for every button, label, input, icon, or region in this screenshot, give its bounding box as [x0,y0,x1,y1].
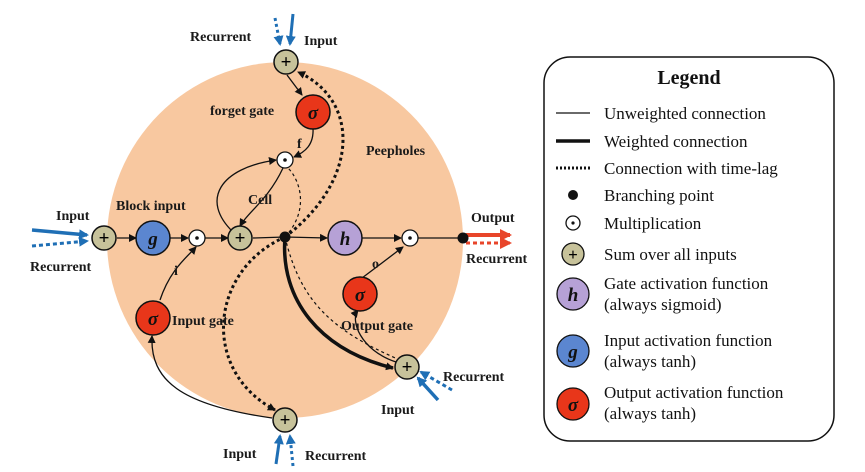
mult-node-output [401,229,419,247]
legend-item-weighted: Weighted connection [604,132,748,151]
input-gate-sigma-icon: σ [135,300,171,336]
label-recurrent-left: Recurrent [30,260,91,275]
g-symbol: g [567,342,578,363]
br-recurrent-arrow [419,370,453,392]
conn-bottom-sum-to-input-gate [147,335,273,419]
conn-branch-peephole-forget [284,167,301,238]
label-peepholes: Peepholes [366,144,426,159]
legend-item-input-activation-note: (always tanh) [604,352,696,371]
legend-item-output-activation-note: (always tanh) [604,404,696,423]
label-output-gate: Output gate [341,319,413,334]
sum-symbol: + [281,52,292,73]
sum-symbol: + [568,245,578,264]
sum-node-cell: + [227,225,253,251]
sum-symbol: + [235,228,246,249]
br-input-arrow [416,376,440,402]
branch-point-output [457,232,469,244]
label-input-gate: Input gate [172,314,234,329]
legend-gate-activation-swatch: h [556,277,590,311]
label-o: o [372,257,379,272]
sum-node-left: + [91,225,117,251]
forget-gate-sigma-icon: σ [295,94,331,130]
conn-output-gate-to-mult [361,246,404,279]
label-input-br: Input [381,403,415,418]
branch-point-cell [279,231,291,243]
conn-top-sum-to-forget [286,74,303,96]
conn-mult-to-cell-sum [239,167,284,227]
mult-node-forget [276,151,294,169]
legend-input-activation-swatch: g [556,334,590,368]
conn-peephole-output [284,236,401,361]
g-symbol: g [147,229,158,250]
label-recurrent-top: Recurrent [190,30,251,45]
sum-node-bottom: + [272,407,298,433]
sum-symbol: + [280,410,291,431]
label-i: i [174,264,178,279]
label-input-bottom: Input [223,447,257,462]
legend-item-sum: Sum over all inputs [604,245,737,264]
label-recurrent-bottom: Recurrent [305,449,366,464]
label-forget-gate: forget gate [210,104,274,119]
conn-branch-to-h [284,233,328,242]
legend-item-unweighted: Unweighted connection [604,104,766,123]
label-cell: Cell [248,193,272,208]
label-input-left: Input [56,209,90,224]
mult-node-input [188,229,206,247]
sigma-symbol: σ [308,103,319,124]
legend-branch-swatch [568,190,578,200]
h-symbol: h [340,229,351,250]
sum-node-br: + [394,354,420,380]
conn-input-gate-to-mult [159,246,197,301]
label-output-right: Output [471,211,515,226]
legend-item-multiplication: Multiplication [604,214,702,233]
label-block-input: Block input [116,199,186,214]
legend-sum-swatch: + [561,242,585,266]
conn-forget-to-mult [293,127,314,158]
top-recurrent-arrow [273,17,284,46]
sum-node-top: + [273,49,299,75]
conn-branch-to-br-sum [282,236,394,371]
legend-item-input-activation: Input activation function [604,331,773,350]
bottom-input-arrow [273,434,284,465]
legend-item-gate-activation-note: (always sigmoid) [604,295,722,314]
label-f: f [297,137,302,152]
label-recurrent-right: Recurrent [466,252,527,267]
legend-item-branching: Branching point [604,186,714,205]
legend-item-gate-activation: Gate activation function [604,274,769,293]
legend-box [543,56,835,442]
legend: Legend Unweighted connection Weighted co… [543,56,835,442]
conn-branch-to-bottom-sum [222,235,286,412]
conn-cell-loop [216,157,277,233]
legend-title: Legend [657,67,720,89]
left-recurrent-arrow [31,236,89,248]
sigma-symbol: σ [568,395,579,416]
block-input-g-icon: g [135,220,171,256]
legend-item-output-activation: Output activation function [604,383,784,402]
legend-output-activation-swatch: σ [556,387,590,421]
sum-symbol: + [402,357,413,378]
output-gate-sigma-icon: σ [342,276,378,312]
h-symbol: h [568,285,579,306]
sigma-symbol: σ [355,285,366,306]
label-recurrent-br: Recurrent [443,370,504,385]
output-h-icon: h [327,220,363,256]
legend-mult-swatch [565,215,581,231]
conn-br-sum-to-output-gate [350,309,397,363]
sigma-symbol: σ [148,309,159,330]
label-input-top: Input [304,34,338,49]
bottom-recurrent-arrow [285,434,296,467]
top-input-arrow [285,13,296,46]
left-input-arrow [31,228,89,240]
legend-item-timelag: Connection with time-lag [604,159,778,178]
sum-symbol: + [99,228,110,249]
